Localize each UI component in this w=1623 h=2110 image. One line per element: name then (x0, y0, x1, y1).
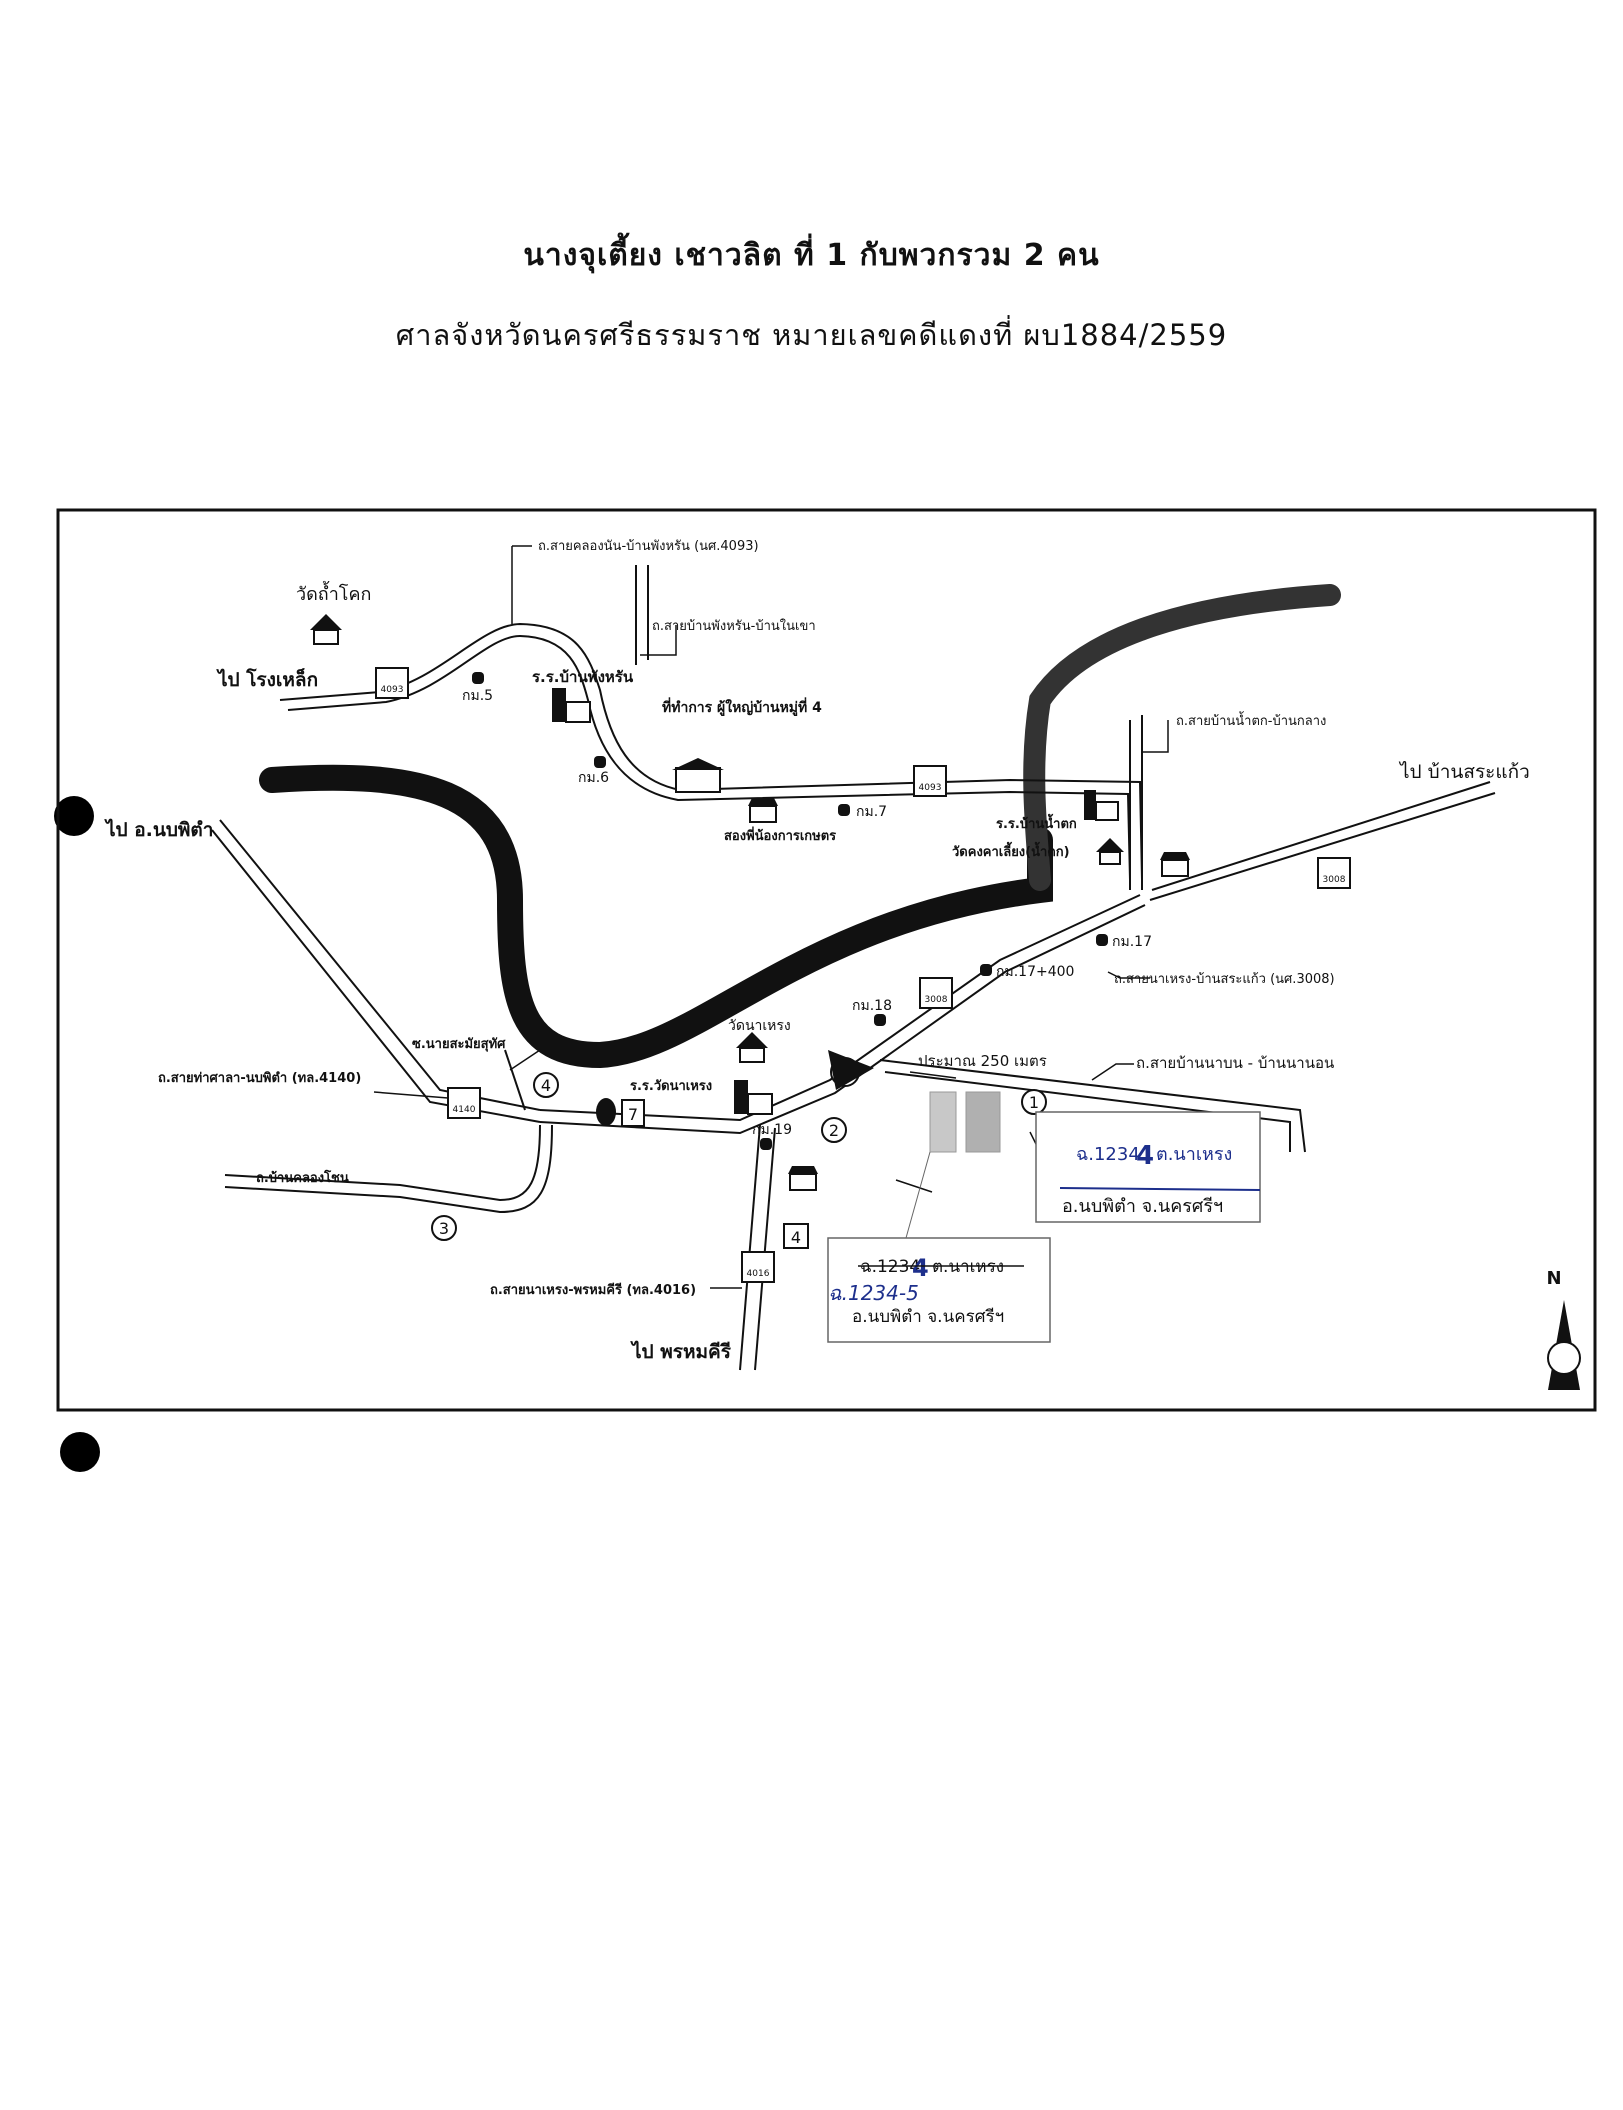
wat-khongkha-label: วัดคงคาเลี้ยง(น้ำตก) (952, 841, 1070, 860)
km-19-label: กม.19 (752, 1122, 792, 1138)
farmers-market-label: สองพี่น้องการเกษตร (724, 826, 836, 844)
school-nam-tok-label: ร.ร.บ้านน้ำตก (996, 813, 1077, 832)
circle-marker-4: 4 (533, 1072, 559, 1098)
river-upper (1023, 584, 1341, 891)
road-label-4093: ถ.สายคลองนัน-บ้านพังหรัน (นศ.4093) (538, 539, 759, 554)
road-label-phang-run: ถ.สายบ้านพังหรัน-บ้านในเขา (652, 618, 816, 634)
svg-text:4140: 4140 (453, 1105, 476, 1115)
road-label-na-bon: ถ.สายบ้านนาบน - บ้านนานอน (1136, 1054, 1334, 1072)
svg-text:4: 4 (912, 1254, 929, 1282)
km-5-label: กม.5 (462, 688, 493, 704)
km-marker-icon (472, 672, 1108, 1150)
land-plot (929, 1091, 957, 1153)
road-label-3008: ถ.สายนาเหรง-บ้านสระแก้ว (นศ.3008) (1114, 972, 1335, 987)
svg-text:1: 1 (1029, 1093, 1039, 1112)
km-7-label: กม.7 (856, 804, 887, 820)
headman-office-label: ที่ทำการ ผู้ใหญ่บ้านหมู่ที่ 4 (662, 697, 822, 716)
circle-marker-3: 3 (431, 1215, 457, 1241)
route-shield-3008-south: 3008 (919, 977, 953, 1009)
road-label-4016: ถ.สายนาเหรง-พรหมคีรี (ทล.4016) (490, 1282, 696, 1298)
circle-marker-1b: 1 (1021, 1089, 1047, 1115)
gas-station-icon: 4 (783, 1223, 809, 1249)
km-17-label: กม.17 (1112, 934, 1152, 950)
svg-text:7: 7 (628, 1105, 638, 1124)
case-reference: ศาลจังหวัดนครศรีธรรมราช หมายเลขคดีแดงที่… (395, 318, 1228, 352)
road-label-4140: ถ.สายท่าศาลา-นบพิตำ (ทล.4140) (158, 1070, 361, 1086)
school-phang-run-label: ร.ร.บ้านพังหรัน (532, 668, 634, 686)
punch-hole-top (54, 796, 94, 836)
svg-text:2: 2 (829, 1121, 839, 1140)
shop-icon (748, 798, 778, 823)
km-18-label: กม.18 (852, 998, 892, 1014)
school-icon (734, 1080, 773, 1115)
route-shield-4016: 4016 (741, 1251, 775, 1283)
document-title: นางจุเตี้ยง เชาวลิต ที่ 1 กับพวกรวม 2 คน (523, 238, 1100, 273)
temple-icon (310, 614, 342, 645)
destination-ban-sa-kaeo: ไป บ้านสระแก้ว (1398, 761, 1530, 783)
wat-na-reng-label: วัดนาเหรง (728, 1018, 791, 1034)
river-main (259, 764, 1053, 1069)
svg-text:4016: 4016 (747, 1269, 770, 1279)
school-icon (552, 688, 591, 723)
svg-text:อ.นบพิตำ จ.นครศรีฯ: อ.นบพิตำ จ.นครศรีฯ (852, 1307, 1004, 1327)
svg-text:ฉ.1234: ฉ.1234 (1076, 1144, 1140, 1165)
route-shield-4093-east: 4093 (913, 765, 947, 797)
shop-icon (1160, 852, 1190, 877)
plot-stamp-1: ฉ.1234 4 ต.นาเหรง อ.นบพิตำ จ.นครศรีฯ (1035, 1111, 1261, 1223)
wat-tham-khok-label: วัดถ้ำโคก (296, 581, 371, 605)
destination-rong-lek: ไป โรงเหล็ก (216, 667, 318, 691)
temple-icon (1096, 838, 1124, 865)
svg-text:3: 3 (439, 1219, 449, 1238)
plot-stamp-2: ฉ.1234 4 ต.นาเหรง ฉ.1234-5 อ.นบพิตำ จ.นค… (827, 1237, 1051, 1343)
distance-note: ประมาณ 250 เมตร (918, 1052, 1047, 1070)
north-arrow-icon: N (1546, 1268, 1581, 1390)
shop-icon (788, 1166, 818, 1191)
gas-station-icon: 7 (596, 1098, 645, 1127)
svg-text:3008: 3008 (925, 995, 948, 1005)
land-plot-selected (965, 1091, 1001, 1153)
svg-text:ฉ.1234-5: ฉ.1234-5 (828, 1281, 919, 1305)
svg-text:N: N (1546, 1268, 1561, 1289)
punch-hole-bottom (60, 1432, 100, 1472)
svg-text:ต.นาเหรง: ต.นาเหรง (1156, 1144, 1232, 1165)
route-shield-4140: 4140 (447, 1087, 481, 1119)
destination-nop-phitam: ไป อ.นบพิตำ (104, 818, 213, 841)
route-shield-4093-west: 4093 (375, 667, 409, 699)
school-na-reng-label: ร.ร.วัดนาเหรง (630, 1079, 712, 1094)
svg-text:4: 4 (1136, 1141, 1154, 1171)
svg-text:4093: 4093 (381, 685, 404, 695)
svg-text:4093: 4093 (919, 783, 942, 793)
svg-text:3008: 3008 (1323, 875, 1346, 885)
road-label-khlong-chon: ถ.บ้านคลองโชน (256, 1169, 349, 1186)
circle-marker-2: 2 (821, 1117, 847, 1143)
svg-text:4: 4 (791, 1228, 801, 1247)
destination-phrom-khiri: ไป พรหมคีรี (630, 1340, 732, 1363)
route-shield-3008-east: 3008 (1317, 857, 1351, 889)
road-label-nam-tok: ถ.สายบ้านน้ำตก-บ้านกลาง (1176, 711, 1326, 729)
svg-text:4: 4 (541, 1076, 551, 1095)
map-frame (56, 508, 1597, 1412)
km-6-label: กม.6 (578, 770, 609, 786)
temple-icon (736, 1032, 768, 1063)
road-leaders (373, 545, 1169, 1289)
svg-text:อ.นบพิตำ จ.นครศรีฯ: อ.นบพิตำ จ.นครศรีฯ (1062, 1196, 1223, 1217)
office-icon (672, 758, 724, 793)
direction-marker-icon (828, 1050, 874, 1090)
road-network (211, 565, 1496, 1371)
soi-nai-samai-label: ซ.นายสะมัยสุทัศ (412, 1037, 506, 1052)
svg-text:ต.นาเหรง: ต.นาเหรง (932, 1257, 1004, 1277)
km-17-400-label: กม.17+400 (996, 964, 1074, 980)
stamp-leader (905, 1151, 931, 1239)
school-icon (1084, 790, 1119, 821)
svg-text:ฉ.1234: ฉ.1234 (860, 1257, 920, 1277)
